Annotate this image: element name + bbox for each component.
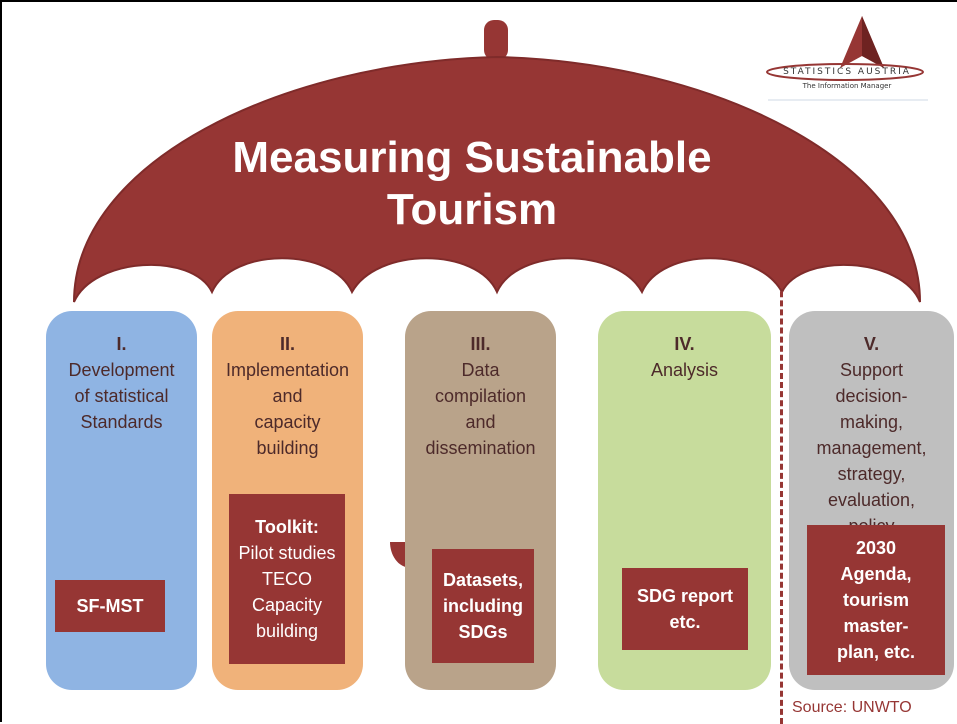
column-line: and [272,386,303,406]
output-box: Datasets, including SDGs [432,549,534,663]
column-development: I. Development of statistical Standards … [46,311,197,690]
box-line: Pilot studies [238,543,336,563]
column-line: Standards [80,412,163,432]
column-line: compilation [434,386,527,406]
box-line: 2030 [855,538,897,558]
column-line: Implementation [225,360,350,380]
column-number: II. [279,334,295,354]
title-line-1: Measuring Sustainable [232,133,712,182]
box-line: plan, etc. [836,642,916,662]
column-line: of statistical [74,386,169,406]
column-line: Analysis [650,360,719,380]
column-line: Development [68,360,175,380]
column-line: management, [816,438,927,458]
output-box: SF-MST [55,580,165,632]
dashed-divider [780,264,783,724]
slide-title: Measuring Sustainable Tourism [152,132,792,236]
box-line: SDGs [458,622,508,642]
box-line: tourism [842,590,909,610]
column-line: decision- [835,386,908,406]
source-note: Source: UNWTO [792,699,912,716]
logo-name: STATISTICS AUSTRIA [783,67,911,77]
column-analysis: IV. Analysis SDG report etc. [598,311,771,690]
column-number: III. [470,334,491,354]
column-line: making, [839,412,904,432]
box-line: Capacity [251,595,323,615]
box-line: including [443,596,523,616]
column-number: V. [863,334,880,354]
box-line: etc. [669,612,701,632]
box-line: master- [843,616,909,636]
column-line: dissemination [425,438,536,458]
box-line: SDG report [636,586,733,606]
box-line: Datasets, [442,570,524,590]
output-box: SDG report etc. [622,568,748,650]
logo-tagline: The Information Manager [802,82,892,90]
column-line: capacity [254,412,321,432]
column-line: strategy, [837,464,906,484]
output-box: Toolkit: Pilot studies TECO Capacity bui… [229,494,345,664]
box-line: Agenda, [840,564,912,584]
column-line: Data [461,360,500,380]
column-data-compilation: III. Data compilation and dissemination … [405,311,556,690]
box-line: building [255,621,319,641]
box-line: TECO [261,569,312,589]
box-line: SF-MST [76,596,144,616]
column-line: and [465,412,496,432]
column-number: I. [116,334,127,354]
title-line-2: Tourism [386,185,558,234]
statistics-austria-logo [766,16,928,101]
column-line: evaluation, [827,490,916,510]
output-box: 2030 Agenda, tourism master- plan, etc. [807,525,945,675]
column-number: IV. [674,334,695,354]
column-implementation: II. Implementation and capacity building… [212,311,363,690]
column-line: Support [839,360,904,380]
column-line: building [256,438,319,458]
column-decision-support: V. Support decision- making, management,… [789,311,954,690]
box-line: Toolkit: [255,517,319,537]
